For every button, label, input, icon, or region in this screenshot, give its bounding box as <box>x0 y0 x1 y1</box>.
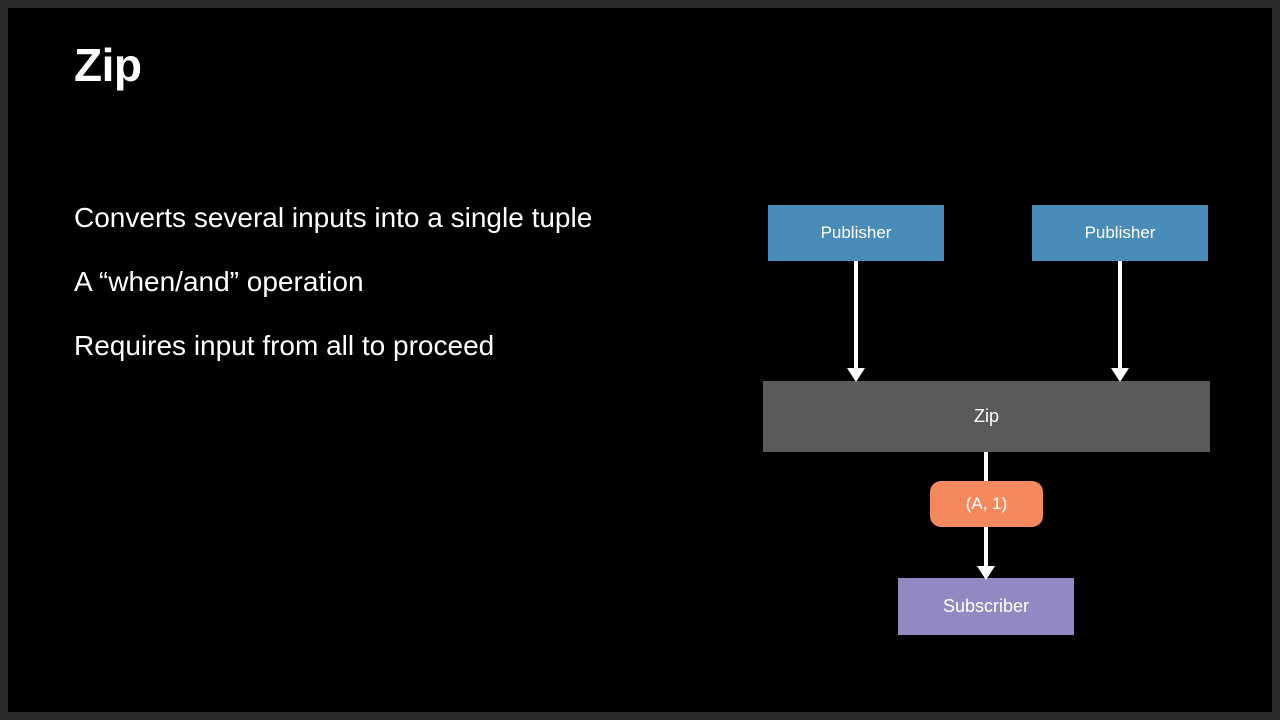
arrow-publisher-left-to-zip <box>854 261 858 369</box>
diagram-node-zip: Zip <box>763 381 1210 452</box>
bullet-list: Converts several inputs into a single tu… <box>74 204 714 360</box>
page-title: Zip <box>74 39 142 91</box>
arrow-head-down-icon-out <box>977 566 995 580</box>
bullet-item-3: Requires input from all to proceed <box>74 330 495 361</box>
slide-canvas: Zip Converts several inputs into a singl… <box>8 8 1272 712</box>
diagram-node-tuple-value: (A, 1) <box>930 481 1043 527</box>
arrow-publisher-right-to-zip <box>1118 261 1122 369</box>
arrow-head-down-icon-right <box>1111 368 1129 382</box>
diagram-node-subscriber: Subscriber <box>898 578 1074 635</box>
pipeline-diagram: Publisher Publisher Zip (A, 1) Subscribe… <box>8 8 1272 712</box>
arrow-head-down-icon-left <box>847 368 865 382</box>
diagram-node-publisher-right: Publisher <box>1032 205 1208 261</box>
diagram-node-publisher-left: Publisher <box>768 205 944 261</box>
bullet-item-2: A “when/and” operation <box>74 266 364 297</box>
bullet-item-1: Converts several inputs into a single tu… <box>74 202 593 233</box>
